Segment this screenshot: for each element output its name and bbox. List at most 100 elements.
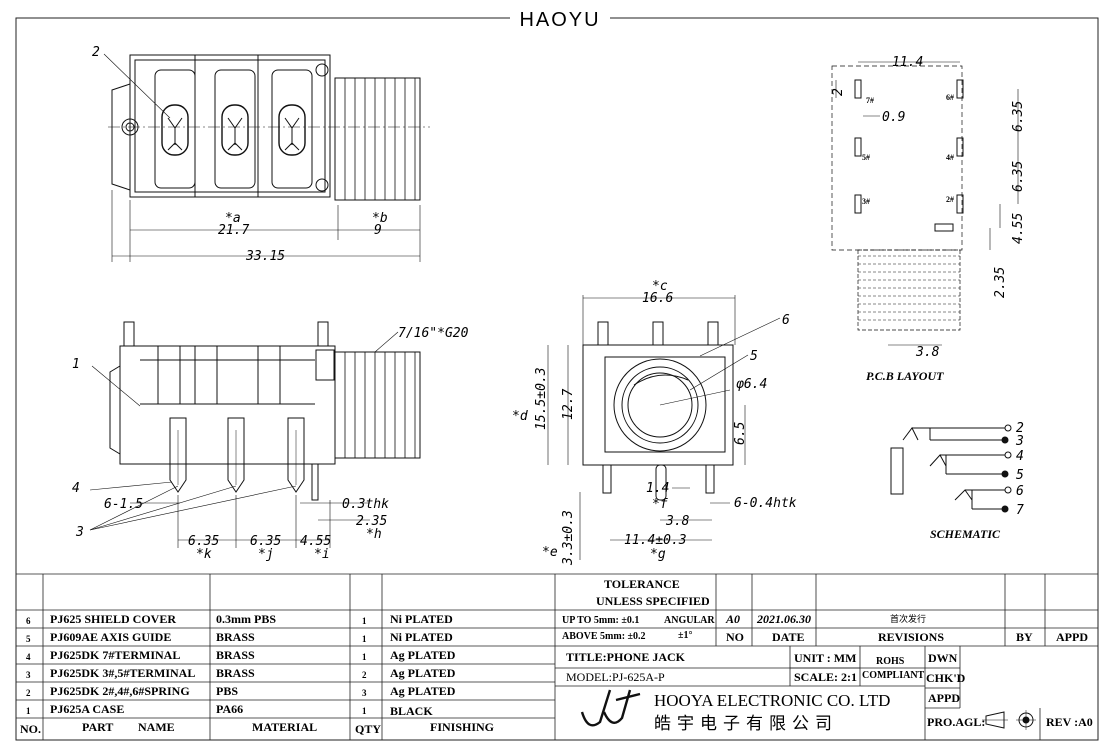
tolerance-above: ABOVE 5mm: ±0.2: [562, 631, 646, 642]
pcb-dim-gap: 0.9: [882, 110, 905, 125]
projection-symbol-icon: [982, 710, 1036, 730]
dwn-label: DWN: [928, 651, 958, 665]
revision-note: 首次发行: [890, 613, 926, 625]
front-dim-g: *g: [650, 547, 666, 562]
front-dim-height-tol: 15.5±0.3: [534, 367, 549, 430]
pcb-pin-2: 2#: [946, 195, 954, 204]
side-view: [89, 321, 421, 548]
svg-text:Ni PLATED: Ni PLATED: [390, 612, 453, 626]
bom-row-3: 3 PJ625DK 3#,5#TERMINAL BRASS 2 Ag PLATE…: [26, 666, 456, 680]
side-dim-235: 2.35: [356, 514, 387, 529]
front-dim-14: 1.4: [646, 481, 669, 496]
bom-row-4: 4 PJ625DK 7#TERMINAL BRASS 1 Ag PLATED: [26, 648, 456, 662]
bom-header-qty: QTY: [355, 722, 381, 736]
svg-text:PJ609AE AXIS GUIDE: PJ609AE AXIS GUIDE: [50, 630, 171, 644]
bom-header-finishing: FINISHING: [430, 720, 494, 734]
top-dim-thread-length: 9: [374, 223, 382, 238]
svg-text:Ag PLATED: Ag PLATED: [390, 666, 456, 680]
proagl-label: PRO.AGL:: [927, 715, 985, 729]
front-dim-width: 16.6: [642, 291, 673, 306]
svg-text:PA66: PA66: [216, 702, 243, 716]
pcb-dim-bottom: 3.8: [915, 345, 940, 360]
chkd-label: CHK'D: [926, 671, 966, 685]
bom-row-5: 5 PJ609AE AXIS GUIDE BRASS 1 Ni PLATED: [26, 630, 453, 644]
revision-date-value: 2021.06.30: [756, 612, 811, 626]
pcb-dim-v4: 2.35: [993, 267, 1008, 298]
svg-text:BRASS: BRASS: [216, 630, 255, 644]
svg-text:1: 1: [362, 706, 367, 716]
side-thread-label: 7/16"*G20: [398, 326, 469, 341]
side-dim-i: *i: [314, 547, 330, 562]
svg-text:1: 1: [362, 616, 367, 626]
schematic-pin-3: 3: [1015, 434, 1024, 449]
svg-text:PBS: PBS: [216, 684, 238, 698]
svg-text:1: 1: [26, 706, 31, 716]
svg-text:Ag PLATED: Ag PLATED: [390, 684, 456, 698]
callout-2: 2: [92, 45, 100, 60]
sheet-title: HAOYU: [519, 9, 600, 31]
revision-header-revisions: REVISIONS: [878, 630, 944, 644]
svg-text:PJ625A CASE: PJ625A CASE: [50, 702, 124, 716]
tolerance-angular-value: ±1°: [678, 630, 693, 641]
pcb-pin-6: 6#: [946, 93, 954, 102]
scale-label: SCALE: 2:1: [794, 670, 857, 684]
side-dim-thk: 0.3thk: [342, 497, 389, 512]
front-dim-dia: φ6.4: [736, 377, 767, 392]
svg-text:Ag PLATED: Ag PLATED: [390, 648, 456, 662]
pcb-dim-width: 11.4: [892, 55, 923, 70]
rohs-label: ROHS: [876, 656, 905, 667]
schematic: [890, 424, 1012, 513]
top-dim-b: *b: [372, 211, 388, 226]
svg-text:3: 3: [26, 670, 31, 680]
revision-header-date: DATE: [772, 630, 804, 644]
tolerance-subtitle: UNLESS SPECIFIED: [596, 594, 710, 608]
revision-header-appd: APPD: [1056, 630, 1088, 644]
tolerance-title: TOLERANCE: [604, 577, 680, 591]
schematic-pin-2: 2: [1016, 421, 1024, 436]
top-dim-a: *a: [225, 211, 241, 226]
front-dim-c: *c: [652, 279, 668, 294]
svg-text:PJ625 SHIELD COVER: PJ625 SHIELD COVER: [50, 612, 176, 626]
pcb-dim-v1: 6.35: [1011, 101, 1026, 132]
pcb-pin-7: 7#: [866, 96, 874, 105]
bom-row-2: 2 PJ625DK 2#,4#,6#SPRING PBS 3 Ag PLATED: [26, 684, 456, 698]
drawing-model: MODEL:PJ-625A-P: [566, 670, 665, 684]
svg-text:BRASS: BRASS: [216, 666, 255, 680]
svg-text:1: 1: [362, 634, 367, 644]
revision-no-value: A0: [725, 612, 740, 626]
schematic-pin-6: 6: [1016, 484, 1024, 499]
svg-text:BLACK: BLACK: [390, 704, 433, 718]
side-dim-h: *h: [366, 527, 382, 542]
top-view: [103, 53, 430, 262]
pcb-dim-v2: 6.35: [1011, 161, 1026, 192]
rohs-compliant-label: COMPLIANT: [862, 670, 925, 681]
side-dim-j: *j: [258, 547, 274, 562]
svg-text:PJ625DK 2#,4#,6#SPRING: PJ625DK 2#,4#,6#SPRING: [50, 684, 190, 698]
schematic-pin-5: 5: [1016, 468, 1024, 483]
svg-text:1: 1: [362, 652, 367, 662]
schematic-caption: SCHEMATIC: [930, 527, 1001, 541]
side-dim-p2: 6.35: [250, 534, 281, 549]
pcb-pin-5: 5#: [862, 153, 870, 162]
revision-header-no: NO: [726, 630, 744, 644]
front-dim-33: 3.3±0.3: [561, 510, 576, 566]
svg-text:2: 2: [26, 688, 31, 698]
pcb-dim-2: 2: [831, 88, 846, 96]
bom-header-no: NO.: [20, 722, 41, 736]
company-name-cn: 皓宇电子有限公司: [654, 714, 838, 734]
front-dim-114: 11.4±0.3: [624, 533, 687, 548]
top-dim-width: 21.7: [218, 223, 249, 238]
bom-row-6: 6 PJ625 SHIELD COVER 0.3mm PBS 1 Ni PLAT…: [26, 612, 453, 626]
bom-header-name: NAME: [138, 720, 175, 734]
drawing-title: TITLE:PHONE JACK: [566, 650, 686, 664]
pcb-pin-3: 3#: [862, 197, 870, 206]
svg-text:4: 4: [26, 652, 31, 662]
company-logo: [580, 689, 641, 727]
bom-grid: [16, 573, 1098, 740]
front-dim-f: *f: [652, 497, 668, 512]
tolerance-up-to: UP TO 5mm: ±0.1: [562, 615, 639, 626]
front-view: [547, 295, 781, 560]
unit-label: UNIT : MM: [794, 651, 856, 665]
front-dim-e: *e: [542, 545, 558, 560]
tolerance-angular: ANGULAR: [664, 615, 715, 626]
